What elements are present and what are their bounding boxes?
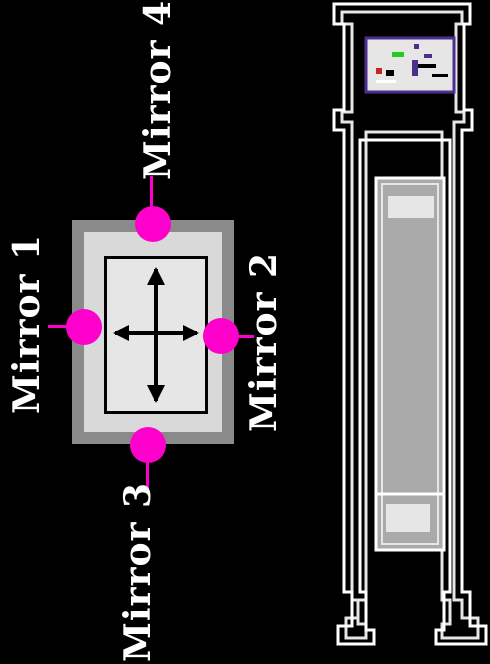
mirror-1-label: Mirror 1 [6, 233, 48, 414]
mirror-3-marker[interactable] [130, 427, 166, 463]
minimap-screen-icon [364, 36, 456, 94]
mirror-4-connector [150, 176, 153, 206]
mirror-3-connector [146, 460, 149, 492]
four-way-arrow-icon [113, 267, 199, 403]
mirror-2-label: Mirror 2 [243, 251, 285, 432]
slider-top-block [388, 196, 434, 218]
mirror-4-marker[interactable] [135, 206, 171, 242]
slider-bottom-block [386, 504, 430, 532]
mirror-3-label: Mirror 3 [117, 481, 159, 662]
mirror-2-connector [234, 335, 254, 338]
mirror-box-panel [104, 256, 208, 414]
mirror-1-marker[interactable] [66, 309, 102, 345]
mirror-1-connector [48, 325, 70, 328]
mirror-2-marker[interactable] [203, 318, 239, 354]
device-column [332, 2, 488, 646]
mirror-4-label: Mirror 4 [137, 0, 179, 180]
